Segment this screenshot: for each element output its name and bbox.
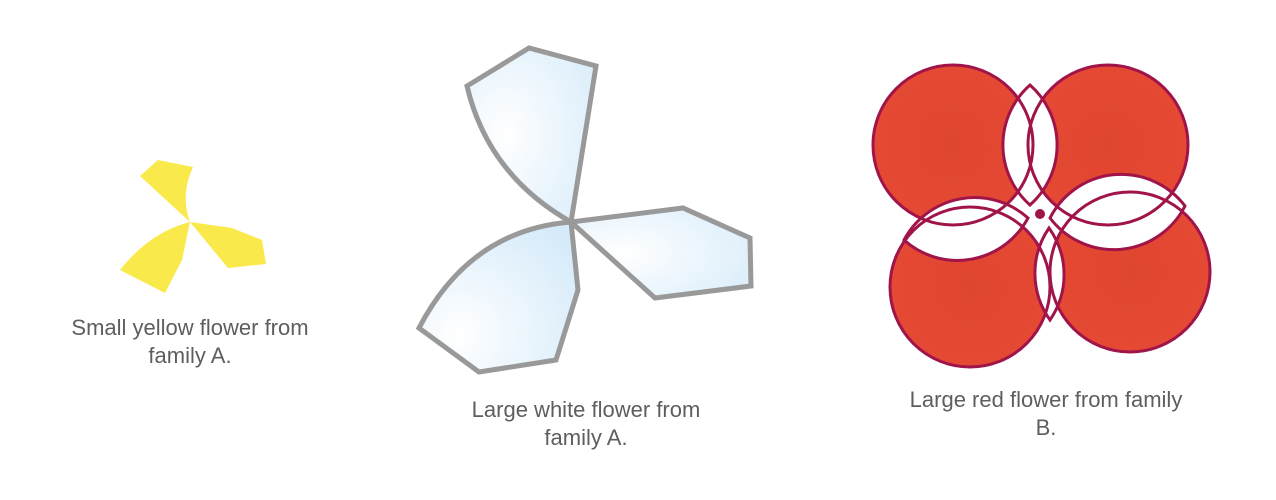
yellow-petal-top — [158, 160, 193, 222]
caption-line: Small yellow flower from — [71, 315, 309, 340]
red-gap-right — [1048, 172, 1187, 252]
red-gap-top — [1001, 82, 1059, 208]
caption-line: B. — [1035, 415, 1057, 440]
caption-line: family A. — [544, 425, 628, 450]
white-petal-top — [464, 45, 599, 226]
caption-red-flower: Large red flower from family B. — [866, 386, 1226, 442]
white-flower — [415, 45, 754, 375]
yellow-petal-left — [120, 222, 190, 293]
caption-line: Large red flower from family — [909, 387, 1183, 412]
red-petal-top-left — [873, 65, 1033, 225]
white-petal-left — [415, 219, 581, 375]
yellow-petal-top — [140, 160, 190, 222]
caption-line: family A. — [148, 343, 232, 368]
caption-line: Large white flower from — [471, 397, 701, 422]
white-petal-right — [565, 205, 754, 301]
yellow-petal-right — [190, 222, 266, 268]
red-flower — [871, 63, 1212, 369]
caption-white-flower: Large white flower from family A. — [436, 396, 736, 452]
red-flower-center — [1035, 209, 1045, 219]
caption-yellow-flower: Small yellow flower from family A. — [40, 314, 340, 370]
yellow-flower — [120, 160, 266, 293]
